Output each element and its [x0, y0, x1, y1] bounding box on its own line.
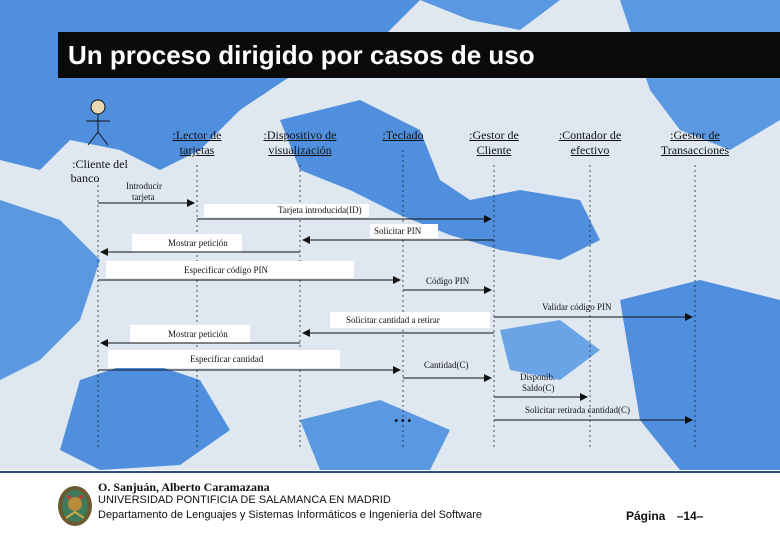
footer-department: Departamento de Lenguajes y Sistemas Inf… — [98, 509, 482, 521]
object-contador-efectivo: :Contador de efectivo — [548, 128, 632, 158]
msg-text: Disponib. — [520, 372, 556, 382]
object-label: :Teclado — [382, 128, 424, 142]
msg-disponib-saldo: Disponib. Saldo(C) — [520, 372, 555, 394]
object-label: :Lector de — [172, 128, 222, 142]
actor-icon — [86, 99, 110, 146]
msg-solicitar-pin: Solicitar PIN — [374, 226, 422, 236]
object-teclado: :Teclado — [368, 128, 438, 143]
object-label: efectivo — [570, 143, 610, 157]
msg-mostrar-peticion-1: Mostrar petición — [168, 238, 228, 248]
msg-cantidad: Cantidad(C) — [424, 360, 469, 370]
object-lector-tarjetas: :Lector de tarjetas — [162, 128, 232, 158]
object-gestor-cliente: :Gestor de Cliente — [459, 128, 529, 158]
page-label: Página — [626, 509, 666, 523]
msg-codigo-pin: Código PIN — [426, 276, 470, 286]
actor-label: :Cliente del banco — [60, 157, 140, 185]
object-label: :Contador de — [558, 128, 622, 142]
object-label: tarjetas — [179, 143, 215, 157]
msg-text: Saldo(C) — [522, 383, 555, 393]
object-label: Cliente — [476, 143, 512, 157]
slide-title: Un proceso dirigido por casos de uso — [58, 32, 780, 78]
page-indicator: Página –14– — [626, 509, 703, 523]
object-dispositivo-visualizacion: :Dispositivo de visualización — [252, 128, 348, 158]
footer-university: UNIVERSIDAD PONTIFICIA DE SALAMANCA EN M… — [98, 494, 391, 506]
object-label: Transacciones — [660, 143, 730, 157]
msg-text: Introducir — [126, 181, 162, 191]
object-label: :Gestor de — [469, 128, 519, 142]
sequence-diagram — [86, 99, 696, 450]
msg-solicitar-retirada: Solicitar retirada cantidad(C) — [525, 405, 630, 415]
msg-especificar-cantidad: Especificar cantidad — [190, 354, 264, 364]
msg-mostrar-peticion-2: Mostrar petición — [168, 329, 228, 339]
object-gestor-transacciones: :Gestor de Transacciones — [650, 128, 740, 158]
footer-rule — [0, 471, 780, 473]
footer-author: O. Sanjuán, Alberto Caramazana — [98, 480, 270, 494]
msg-validar-pin: Validar código PIN — [542, 302, 612, 312]
msg-solicitar-cantidad: Solicitar cantidad a retirar — [346, 315, 440, 325]
msg-tarjeta-introducida: Tarjeta introducida(ID) — [278, 205, 362, 215]
actor-label-line: :Cliente del — [72, 157, 128, 171]
object-label: :Gestor de — [670, 128, 720, 142]
continuation-ellipsis: ... — [394, 406, 414, 426]
actor-label-line: banco — [70, 171, 100, 185]
university-seal-icon — [58, 486, 92, 526]
page-number: –14– — [676, 509, 704, 523]
object-label: visualización — [268, 143, 332, 157]
msg-text: tarjeta — [132, 192, 155, 202]
object-label: :Dispositivo de — [263, 128, 337, 142]
msg-introducir-tarjeta: Introducir tarjeta — [126, 181, 162, 203]
msg-especificar-pin: Especificar código PIN — [184, 265, 268, 275]
